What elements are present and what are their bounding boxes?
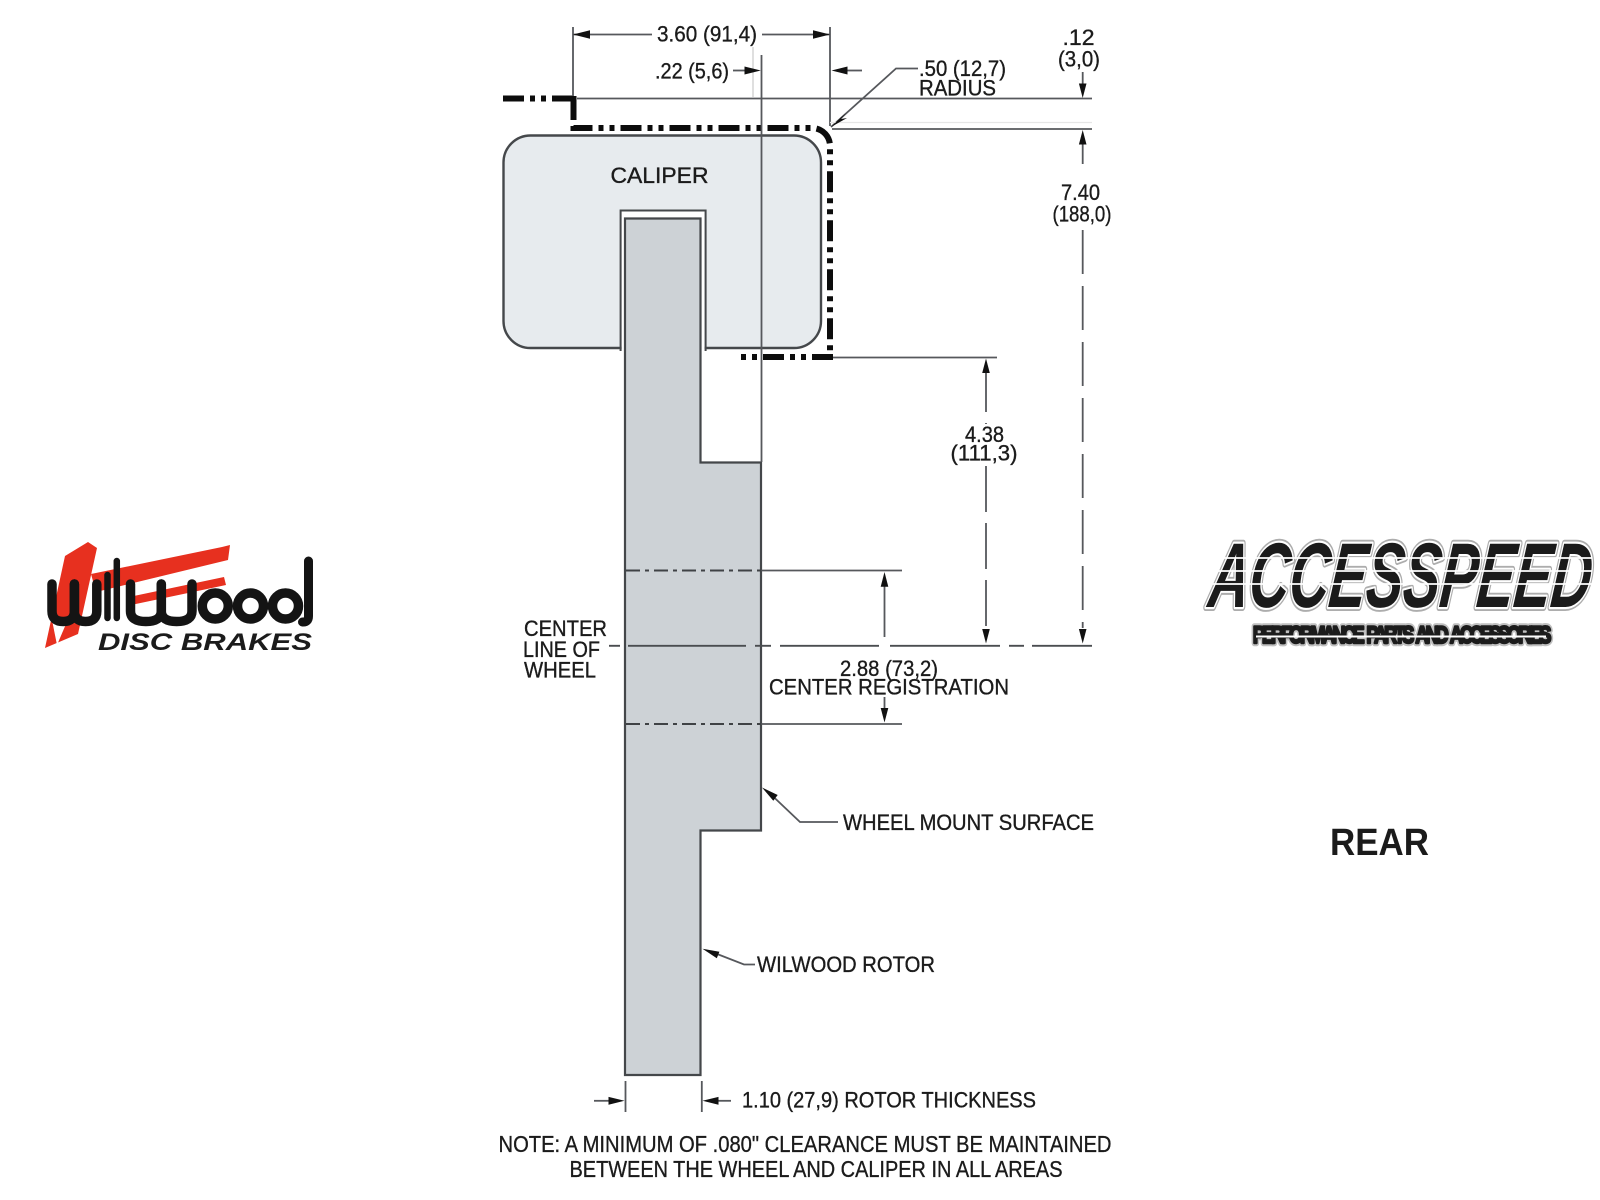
svg-text:DISC BRAKES: DISC BRAKES xyxy=(98,629,312,656)
svg-text:(3,0): (3,0) xyxy=(1058,47,1100,72)
svg-text:WHEEL MOUNT SURFACE: WHEEL MOUNT SURFACE xyxy=(843,810,1094,835)
svg-text:ACCESSPEED: ACCESSPEED xyxy=(1203,525,1598,628)
svg-text:CALIPER: CALIPER xyxy=(611,163,709,188)
svg-text:2.88 (73,2): 2.88 (73,2) xyxy=(840,656,938,681)
svg-text:PERFORMANCE PARTS AND ACCESSOR: PERFORMANCE PARTS AND ACCESSORIES xyxy=(1253,622,1551,649)
svg-text:RADIUS: RADIUS xyxy=(919,76,996,101)
svg-text:BETWEEN THE WHEEL AND CALIPER: BETWEEN THE WHEEL AND CALIPER IN ALL ARE… xyxy=(570,1156,1063,1182)
svg-text:CENTER REGISTRATION: CENTER REGISTRATION xyxy=(769,675,1009,700)
svg-text:CENTER: CENTER xyxy=(524,616,607,641)
svg-text:.12: .12 xyxy=(1063,25,1095,50)
svg-text:ACCESSPEED: ACCESSPEED xyxy=(1203,525,1598,628)
svg-text:NOTE: A MINIMUM OF .080" CLEAR: NOTE: A MINIMUM OF .080" CLEARANCE MUST … xyxy=(499,1131,1112,1157)
svg-text:.22 (5,6): .22 (5,6) xyxy=(655,59,729,84)
svg-text:7.40: 7.40 xyxy=(1061,180,1100,205)
svg-text:PERFORMANCE PARTS AND ACCESSOR: PERFORMANCE PARTS AND ACCESSORIES xyxy=(1253,622,1551,649)
svg-text:.50 (12,7): .50 (12,7) xyxy=(919,56,1006,81)
svg-text:(188,0): (188,0) xyxy=(1053,202,1112,227)
svg-text:LINE OF: LINE OF xyxy=(523,637,600,662)
svg-text:WILWOOD ROTOR: WILWOOD ROTOR xyxy=(757,952,935,977)
svg-text:4.38: 4.38 xyxy=(965,422,1004,447)
svg-text:WHEEL: WHEEL xyxy=(524,658,596,683)
svg-text:1.10 (27,9) ROTOR THICKNESS: 1.10 (27,9) ROTOR THICKNESS xyxy=(742,1088,1036,1113)
svg-text:REAR: REAR xyxy=(1330,822,1429,864)
svg-text:(111,3): (111,3) xyxy=(951,441,1018,466)
svg-text:3.60 (91,4): 3.60 (91,4) xyxy=(657,22,757,47)
